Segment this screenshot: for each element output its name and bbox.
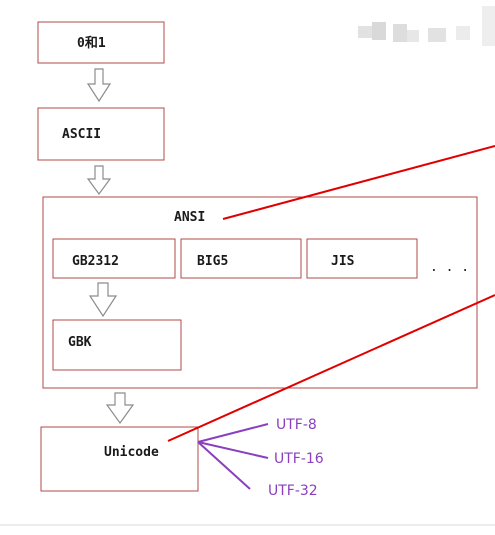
down-arrow-icon <box>86 68 112 103</box>
branch-line-utf16 <box>197 441 269 459</box>
ansi-label: ANSI <box>174 210 205 225</box>
binary-label: 0和1 <box>77 35 106 51</box>
binary-box <box>37 21 165 64</box>
annotation-line-unicode <box>167 294 495 442</box>
unicode-label: Unicode <box>104 445 159 460</box>
branch-line-utf8 <box>197 423 269 443</box>
down-arrow-icon <box>105 392 135 425</box>
big5-box <box>180 238 302 279</box>
gb2312-label: GB2312 <box>72 254 119 269</box>
utf8-label: UTF-8 <box>276 417 317 433</box>
ascii-label: ASCII <box>62 127 101 142</box>
jis-label: JIS <box>331 254 355 269</box>
down-arrow-icon <box>86 165 112 196</box>
big5-label: BIG5 <box>197 254 228 269</box>
branch-line-utf32 <box>197 441 251 490</box>
gbk-label: GBK <box>68 335 92 350</box>
jis-box <box>306 238 418 279</box>
utf32-label: UTF-32 <box>268 483 318 499</box>
gb2312-box <box>52 238 176 279</box>
gbk-box <box>52 319 182 371</box>
utf16-label: UTF-16 <box>274 451 324 467</box>
unicode-box <box>40 426 199 492</box>
ascii-box <box>37 107 165 161</box>
blurred-fragment <box>358 6 495 46</box>
down-arrow-icon <box>88 282 118 318</box>
more-encodings-ellipsis: . . . <box>430 260 469 275</box>
annotation-line-ansi <box>222 145 495 220</box>
